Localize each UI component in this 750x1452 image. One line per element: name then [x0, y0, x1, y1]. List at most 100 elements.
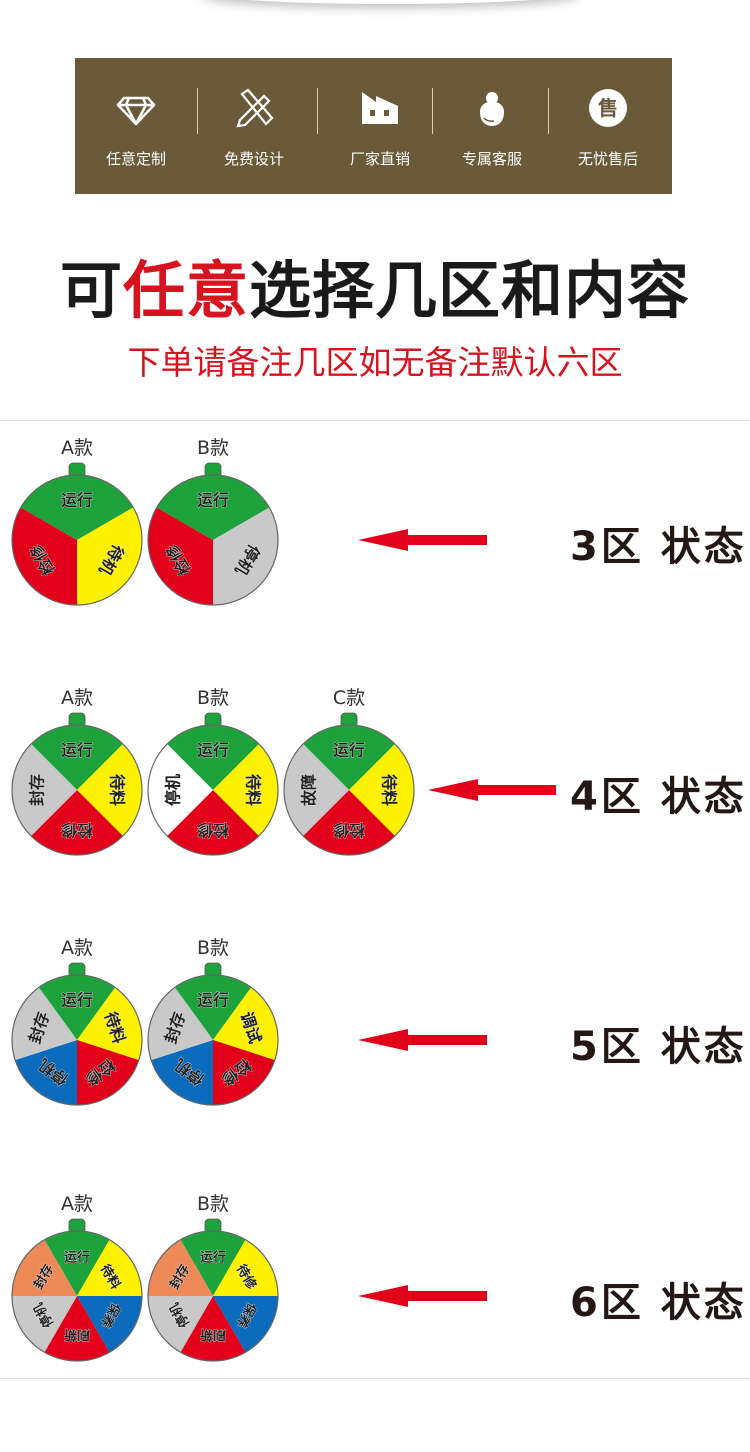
diamond-icon — [116, 96, 156, 126]
wheel-sector — [213, 987, 278, 1061]
sector-label: 运行 — [197, 491, 229, 510]
wheel-caption: A款 — [61, 937, 93, 959]
wheel-sector — [213, 507, 278, 605]
customer-service-icon — [480, 92, 504, 126]
wheel-sector — [147, 507, 213, 605]
wheel-sector — [44, 1296, 110, 1361]
wheel-caption: B款 — [196, 437, 230, 459]
wheel-rim — [147, 724, 279, 856]
wheel-sector — [284, 744, 349, 836]
sector-label: 运行 — [197, 741, 229, 760]
wheel-rim — [11, 1230, 143, 1362]
sector-label: 运行 — [197, 991, 229, 1010]
feature-label: 厂家直销 — [349, 150, 410, 168]
sector-label: 待料 — [107, 774, 126, 806]
sector-label: 故障 — [300, 774, 319, 806]
factory-icon — [362, 92, 398, 124]
sector-label: 检修 — [196, 820, 229, 839]
wheel-caption: B款 — [196, 1193, 230, 1215]
divider — [197, 88, 198, 134]
wheel-sector — [11, 987, 78, 1061]
wheel-sector — [15, 1040, 77, 1105]
wheel-sector — [12, 507, 78, 605]
sector-label: 运行 — [333, 741, 365, 760]
wheel-sector — [77, 507, 143, 605]
sector-label: 待料 — [379, 774, 398, 806]
wheel-rim — [147, 474, 279, 606]
wheel-sector — [38, 975, 116, 1040]
wheel-sector — [31, 790, 123, 855]
wheel-caption: A款 — [61, 1193, 93, 1215]
page-subtitle: 下单请备注几区如无备注默认六区 — [127, 343, 623, 382]
wheel-rim — [11, 724, 143, 856]
wheel-sector — [349, 744, 414, 836]
wheel-sector — [213, 744, 278, 836]
sector-label: 运行 — [64, 1250, 90, 1266]
wheel-rim — [11, 474, 143, 606]
wheel-sector — [174, 975, 252, 1040]
feature-custom: 任意定制 — [81, 58, 191, 194]
wheel-sector — [147, 987, 213, 1061]
arrow-left-icon — [358, 1029, 487, 1051]
wheel-sector — [180, 1231, 246, 1296]
wheel-rim — [283, 724, 415, 856]
wheel-sector — [151, 1040, 213, 1105]
svg-text:售: 售 — [598, 96, 618, 120]
sector-label: 刷新 — [200, 1326, 226, 1342]
feature-design: 免费设计 — [199, 58, 309, 194]
state-label: 4区 状态 — [570, 774, 747, 820]
wheel-caption: B款 — [196, 937, 230, 959]
wheel-sector — [167, 790, 259, 855]
wheel-caption: C款 — [332, 687, 366, 709]
sector-label: 运行 — [61, 991, 93, 1010]
feature-band: 任意定制 免费设计 厂家直销 专属客服 售 无忧售后 — [75, 58, 672, 194]
feature-factory: 厂家直销 — [325, 58, 435, 194]
feature-label: 免费设计 — [223, 150, 284, 168]
sector-label: 检修 — [60, 820, 93, 839]
wheel-sector — [77, 987, 142, 1061]
state-label: 3区 状态 — [570, 524, 747, 570]
wheel-caption: A款 — [61, 437, 93, 459]
feature-label: 任意定制 — [105, 150, 166, 168]
wheel-sector — [148, 744, 213, 836]
wheel-caption: A款 — [61, 687, 93, 709]
arrow-left-icon — [358, 1285, 487, 1307]
sector-label: 检修 — [332, 820, 365, 839]
sector-label: 待料 — [243, 774, 262, 806]
sector-label: 运行 — [61, 741, 93, 760]
wheel-sector — [180, 1296, 246, 1361]
wheel-sector — [303, 725, 395, 790]
arrow-left-icon — [358, 529, 487, 551]
wheel-sector — [213, 1040, 275, 1105]
arrow-left-icon — [428, 779, 556, 801]
divider — [432, 88, 433, 134]
feature-label: 专属客服 — [461, 150, 522, 168]
wheel-sector — [303, 790, 395, 855]
state-label: 6区 状态 — [570, 1280, 747, 1326]
divider — [317, 88, 318, 134]
sector-label: 刷新 — [64, 1326, 90, 1342]
wheel-sector — [31, 725, 123, 790]
wheel-rim — [147, 1230, 279, 1362]
sector-label: 封存 — [28, 774, 47, 806]
divider — [0, 420, 750, 421]
state-label: 5区 状态 — [570, 1024, 747, 1070]
divider — [548, 88, 549, 134]
feature-label: 无忧售后 — [577, 150, 638, 168]
page-title: 可任意选择几区和内容 — [59, 254, 691, 327]
wheel-sector — [44, 1231, 110, 1296]
wheel-rim — [11, 974, 143, 1106]
wheel-sector — [77, 1040, 139, 1105]
pencil-ruler-icon — [236, 88, 274, 128]
divider — [0, 1378, 750, 1379]
wheel-sector — [12, 744, 78, 836]
